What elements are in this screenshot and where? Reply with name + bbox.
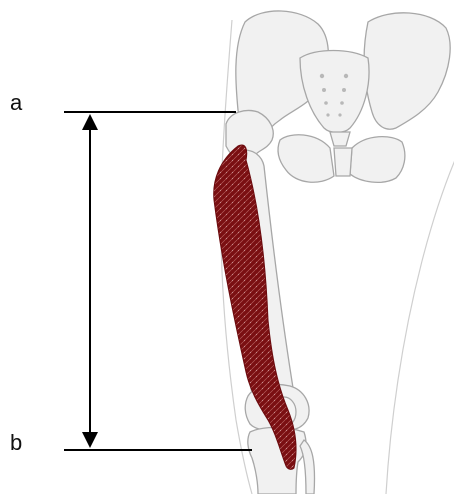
length-arrow-bottom-head xyxy=(82,432,98,448)
label-a: a xyxy=(10,92,22,114)
pelvis xyxy=(236,11,450,182)
length-arrow-top-head xyxy=(82,114,98,130)
label-b: b xyxy=(10,432,22,454)
